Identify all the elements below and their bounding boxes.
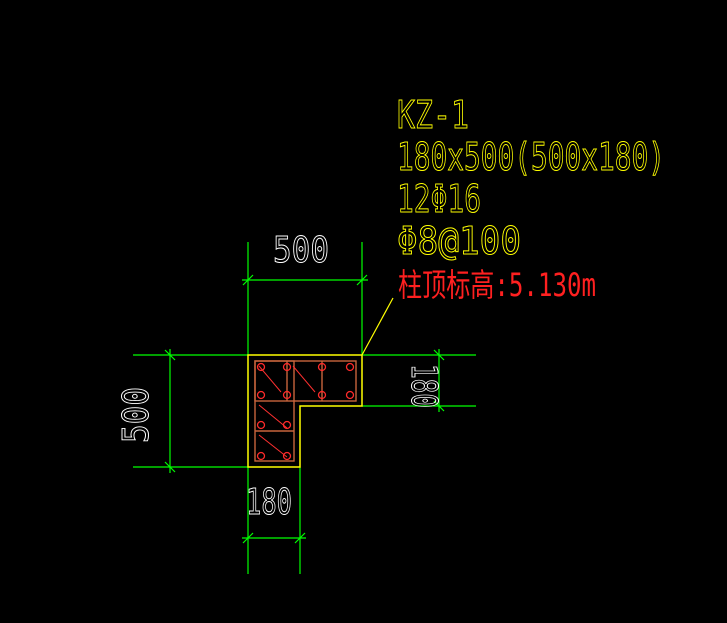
dimension-texts: 500 500 180 180 bbox=[116, 230, 445, 524]
hook-2 bbox=[292, 365, 316, 393]
stirrup-vertical bbox=[254, 360, 295, 462]
left-dim-tick-bottom bbox=[164, 461, 176, 473]
right-dim-tick-bottom bbox=[433, 400, 445, 412]
left-dim-text: 500 bbox=[116, 387, 157, 443]
rebar bbox=[256, 362, 266, 372]
bottom-dim-tick-right bbox=[294, 532, 306, 544]
rebar bbox=[345, 362, 355, 372]
rebar bbox=[282, 451, 292, 461]
rebar bbox=[256, 420, 266, 430]
bottom-dim-tick-left bbox=[242, 532, 254, 544]
longitudinal-bars: 12Φ16 bbox=[397, 177, 481, 221]
top-elevation: 柱顶标高:5.130m bbox=[398, 266, 596, 304]
rebar bbox=[282, 362, 292, 372]
rebars bbox=[256, 362, 355, 461]
stirrup-hooks bbox=[258, 365, 316, 458]
column-id: KZ-1 bbox=[397, 93, 469, 137]
left-dim-tick-top bbox=[164, 349, 176, 361]
section-size: 180x500(500x180) bbox=[397, 135, 665, 179]
rebar bbox=[256, 390, 266, 400]
stirrups bbox=[254, 360, 357, 462]
top-dim-tick-left bbox=[242, 274, 254, 286]
dimension-lines bbox=[133, 242, 476, 574]
rebar bbox=[282, 390, 292, 400]
rebar bbox=[317, 390, 327, 400]
hook-3 bbox=[258, 404, 288, 429]
leader-line bbox=[361, 297, 394, 356]
bottom-dim-text: 180 bbox=[246, 482, 292, 523]
rebar bbox=[282, 420, 292, 430]
top-dim-text: 500 bbox=[273, 230, 329, 271]
hook-4 bbox=[258, 434, 288, 458]
rebar bbox=[317, 362, 327, 372]
annotation: KZ-1 180x500(500x180) 12Φ16 Φ8@100 bbox=[397, 93, 666, 264]
stirrup-spec: Φ8@100 bbox=[397, 219, 521, 263]
right-dim-text: 180 bbox=[403, 364, 444, 408]
top-dim-tick-right bbox=[356, 274, 368, 286]
rebar bbox=[345, 390, 355, 400]
right-dim-tick-top bbox=[433, 349, 445, 361]
rebar bbox=[256, 451, 266, 461]
